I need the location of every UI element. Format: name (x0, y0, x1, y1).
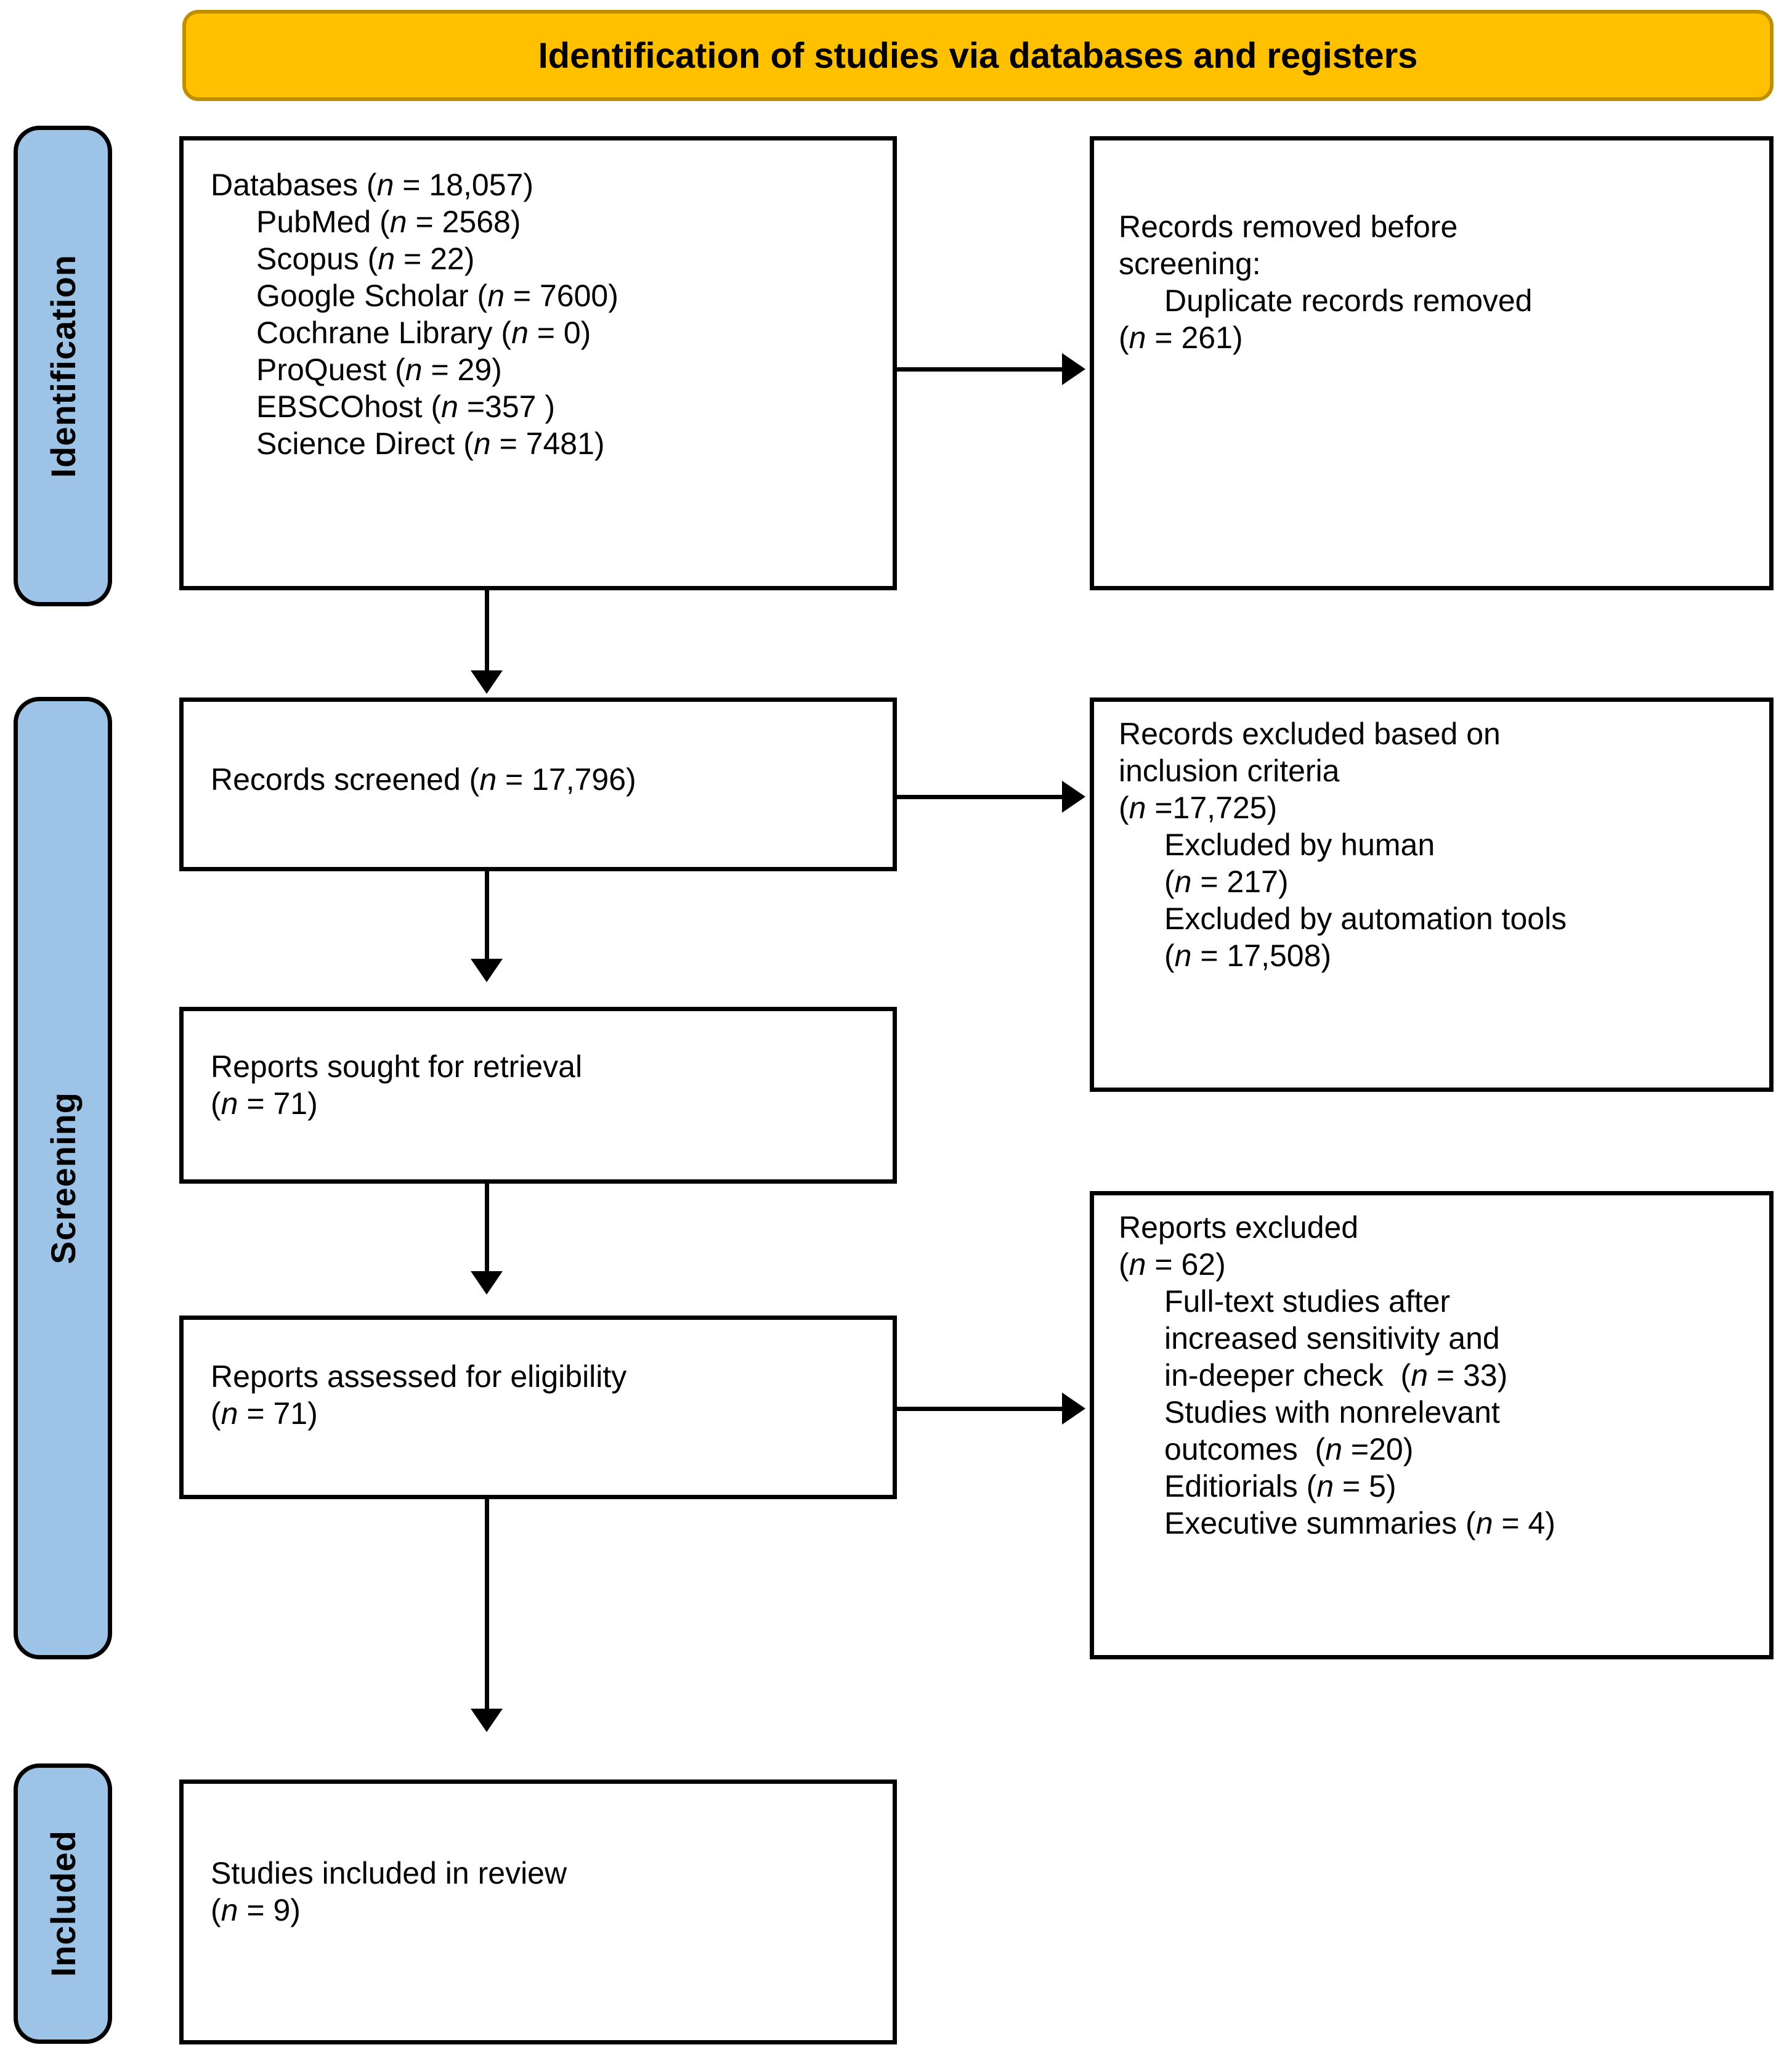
arrowhead-assessed-to-included (471, 1709, 503, 1732)
db-item-scopus-post: = 22) (395, 242, 475, 276)
rep-excluded-item3-pre: Editiorials ( (1164, 1469, 1317, 1503)
italic-n: n (376, 168, 394, 202)
removed-line2: screening: (1119, 246, 1261, 281)
stage-label-identification: Identification (14, 126, 112, 606)
included-n-post: = 9) (238, 1893, 301, 1927)
arrowhead-screened-to-sought (471, 959, 503, 982)
rec-excluded-item2: Excluded by automation tools (1164, 901, 1567, 936)
rec-excluded-line1: Records excluded based on (1119, 717, 1501, 751)
sought-line1: Reports sought for retrieval (211, 1049, 583, 1084)
db-item-pubmed-pre: PubMed ( (256, 205, 390, 239)
db-item-google-scholar-pre: Google Scholar ( (256, 279, 488, 313)
box-databases: Databases (n = 18,057) PubMed (n = 2568)… (179, 136, 897, 590)
db-item-proquest-pre: ProQuest ( (256, 352, 405, 387)
screened-pre: Records screened ( (211, 762, 480, 797)
connector-assessed-to-included (485, 1499, 489, 1709)
rec-excluded-line2: inclusion criteria (1119, 754, 1340, 788)
db-item-ebscohost-post: =357 ) (458, 389, 555, 424)
box-databases-body: Databases (n = 18,057) PubMed (n = 2568)… (211, 168, 618, 461)
assessed-line1: Reports assessed for eligibility (211, 1359, 627, 1394)
arrowhead-sought-to-assessed (471, 1271, 503, 1295)
removed-line1: Records removed before (1119, 209, 1458, 244)
rep-excluded-item1b: increased sensitivity and (1164, 1321, 1500, 1356)
box-records-removed: Records removed before screening: Duplic… (1090, 136, 1774, 590)
db-item-google-scholar-post: = 7600) (505, 279, 618, 313)
rep-excluded-item1c-pre: in-deeper check ( (1164, 1358, 1411, 1393)
included-line1: Studies included in review (211, 1856, 567, 1890)
rec-excluded-n-pre: ( (1119, 791, 1129, 825)
db-item-ebscohost-pre: EBSCOhost ( (256, 389, 442, 424)
rec-excluded-item1-n-post: = 217) (1191, 864, 1289, 899)
stage-label-screening: Screening (14, 697, 112, 1659)
connector-sought-to-assessed (485, 1184, 489, 1271)
rep-excluded-item2a: Studies with nonrelevant (1164, 1395, 1500, 1430)
rec-excluded-item2-n-pre: ( (1164, 938, 1175, 973)
screened-post: = 17,796) (497, 762, 636, 797)
box-reports-assessed-body: Reports assessed for eligibility (n = 71… (211, 1358, 880, 1432)
db-item-sciencedirect-post: = 7481) (490, 426, 605, 461)
box-reports-sought: Reports sought for retrieval (n = 71) (179, 1007, 897, 1184)
connector-databases-to-screened (485, 590, 489, 670)
rec-excluded-item1-n-pre: ( (1164, 864, 1175, 899)
removed-item1-n-pre: ( (1119, 320, 1129, 355)
arrowhead-assessed-to-repexcluded (1062, 1393, 1085, 1425)
rep-excluded-item4-post: = 4) (1493, 1506, 1555, 1540)
header-title: Identification of studies via databases … (538, 35, 1418, 76)
box-records-screened: Records screened (n = 17,796) (179, 698, 897, 871)
rec-excluded-n-post: =17,725) (1146, 791, 1278, 825)
databases-title-post: = 18,057) (394, 168, 533, 202)
db-item-scopus-pre: Scopus ( (256, 242, 378, 276)
rep-excluded-item2b-pre: outcomes ( (1164, 1432, 1326, 1466)
stage-label-included: Included (14, 1763, 112, 2044)
db-item-sciencedirect-pre: Science Direct ( (256, 426, 474, 461)
box-studies-included: Studies included in review (n = 9) (179, 1780, 897, 2044)
connector-assessed-to-repexcluded (897, 1407, 1062, 1411)
sought-n-post: = 71) (238, 1086, 318, 1121)
assessed-n-pre: ( (211, 1396, 221, 1431)
box-reports-excluded: Reports excluded (n = 62) Full-text stud… (1090, 1191, 1774, 1659)
rec-excluded-item2-n-post: = 17,508) (1191, 938, 1332, 973)
removed-item1: Duplicate records removed (1164, 283, 1533, 318)
connector-screened-to-excluded (897, 795, 1062, 799)
box-reports-assessed: Reports assessed for eligibility (n = 71… (179, 1316, 897, 1499)
box-records-removed-body: Records removed before screening: Duplic… (1119, 208, 1757, 356)
stage-included-text: Included (43, 1830, 83, 1977)
rec-excluded-item1: Excluded by human (1164, 828, 1435, 862)
arrowhead-databases-to-removed (1062, 353, 1085, 385)
box-reports-sought-body: Reports sought for retrieval (n = 71) (211, 1048, 880, 1122)
arrowhead-screened-to-excluded (1062, 781, 1085, 813)
rep-excluded-item1c-post: = 33) (1428, 1358, 1508, 1393)
stage-identification-text: Identification (43, 254, 83, 478)
connector-databases-to-removed (897, 367, 1062, 372)
box-records-excluded: Records excluded based on inclusion crit… (1090, 698, 1774, 1092)
removed-item1-n-post: = 261) (1146, 320, 1243, 355)
assessed-n-post: = 71) (238, 1396, 318, 1431)
box-studies-included-body: Studies included in review (n = 9) (211, 1855, 880, 1929)
rep-excluded-n-pre: ( (1119, 1247, 1129, 1282)
rep-excluded-item3-post: = 5) (1334, 1469, 1397, 1503)
stage-screening-text: Screening (43, 1092, 83, 1264)
databases-title-pre: Databases ( (211, 168, 377, 202)
rep-excluded-item2b-post: =20) (1342, 1432, 1414, 1466)
connector-screened-to-sought (485, 871, 489, 959)
db-item-pubmed-post: = 2568) (407, 205, 521, 239)
db-item-cochrane-post: = 0) (528, 315, 591, 350)
arrowhead-databases-to-screened (471, 670, 503, 694)
db-item-proquest-post: = 29) (422, 352, 502, 387)
db-item-cochrane-pre: Cochrane Library ( (256, 315, 512, 350)
box-records-excluded-body: Records excluded based on inclusion crit… (1119, 715, 1757, 974)
rep-excluded-item1a: Full-text studies after (1164, 1284, 1451, 1319)
box-records-screened-body: Records screened (n = 17,796) (211, 762, 636, 797)
rep-excluded-item4-pre: Executive summaries ( (1164, 1506, 1476, 1540)
rep-excluded-line1: Reports excluded (1119, 1210, 1359, 1245)
sought-n-pre: ( (211, 1086, 221, 1121)
diagram-header-banner: Identification of studies via databases … (182, 10, 1774, 101)
box-reports-excluded-body: Reports excluded (n = 62) Full-text stud… (1119, 1209, 1757, 1542)
included-n-pre: ( (211, 1893, 221, 1927)
rep-excluded-n-post: = 62) (1146, 1247, 1226, 1282)
